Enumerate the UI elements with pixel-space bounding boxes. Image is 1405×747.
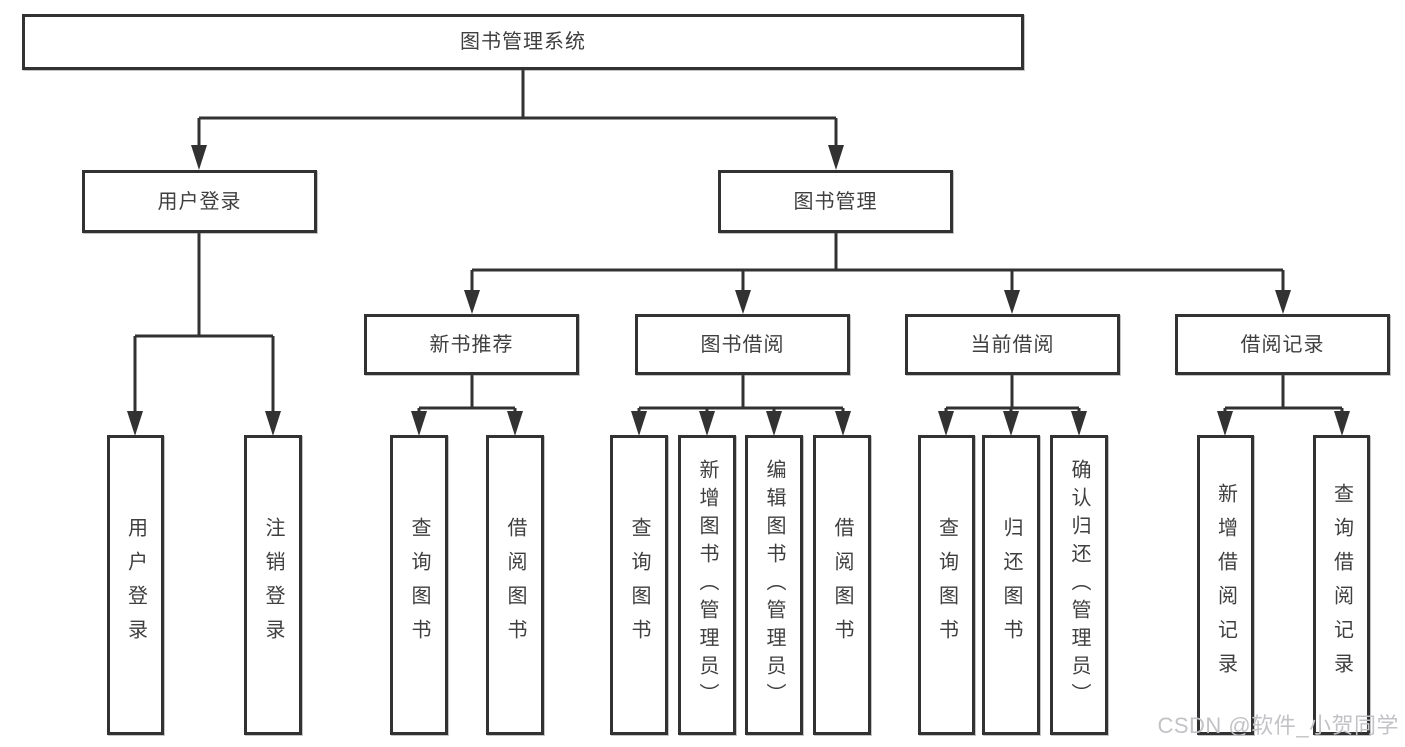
csdn-watermark: CSDN @软件_小贺同学 — [1157, 713, 1399, 738]
leaf-current-confirm-return-admin: 确认归还（管理员） — [1050, 435, 1108, 735]
leaf-borrow-edit-books-admin: 编辑图书（管理员） — [745, 435, 803, 735]
leaf-current-query-books: 查询图书 — [918, 435, 975, 735]
leaf-logout: 注销登录 — [244, 435, 302, 735]
node-book-borrow: 图书借阅 — [635, 314, 850, 375]
leaf-borrow-add-books-admin: 新增图书（管理员） — [678, 435, 736, 735]
leaf-borrow-borrow-books: 借阅图书 — [813, 435, 871, 735]
leaf-records-query-record: 查询借阅记录 — [1313, 435, 1370, 735]
leaf-user-login: 用户登录 — [107, 435, 164, 735]
node-root: 图书管理系统 — [22, 14, 1024, 70]
node-current-borrow: 当前借阅 — [905, 314, 1120, 375]
node-borrow-records: 借阅记录 — [1175, 314, 1390, 375]
node-user-login: 用户登录 — [82, 170, 317, 233]
node-book-management: 图书管理 — [718, 170, 953, 233]
leaf-current-return-books: 归还图书 — [982, 435, 1040, 735]
leaf-borrow-query-books: 查询图书 — [610, 435, 668, 735]
leaf-records-add-record: 新增借阅记录 — [1197, 435, 1254, 735]
node-new-book-recommend: 新书推荐 — [364, 314, 579, 375]
leaf-newbook-borrow-books: 借阅图书 — [486, 435, 544, 735]
leaf-newbook-query-books: 查询图书 — [390, 435, 448, 735]
